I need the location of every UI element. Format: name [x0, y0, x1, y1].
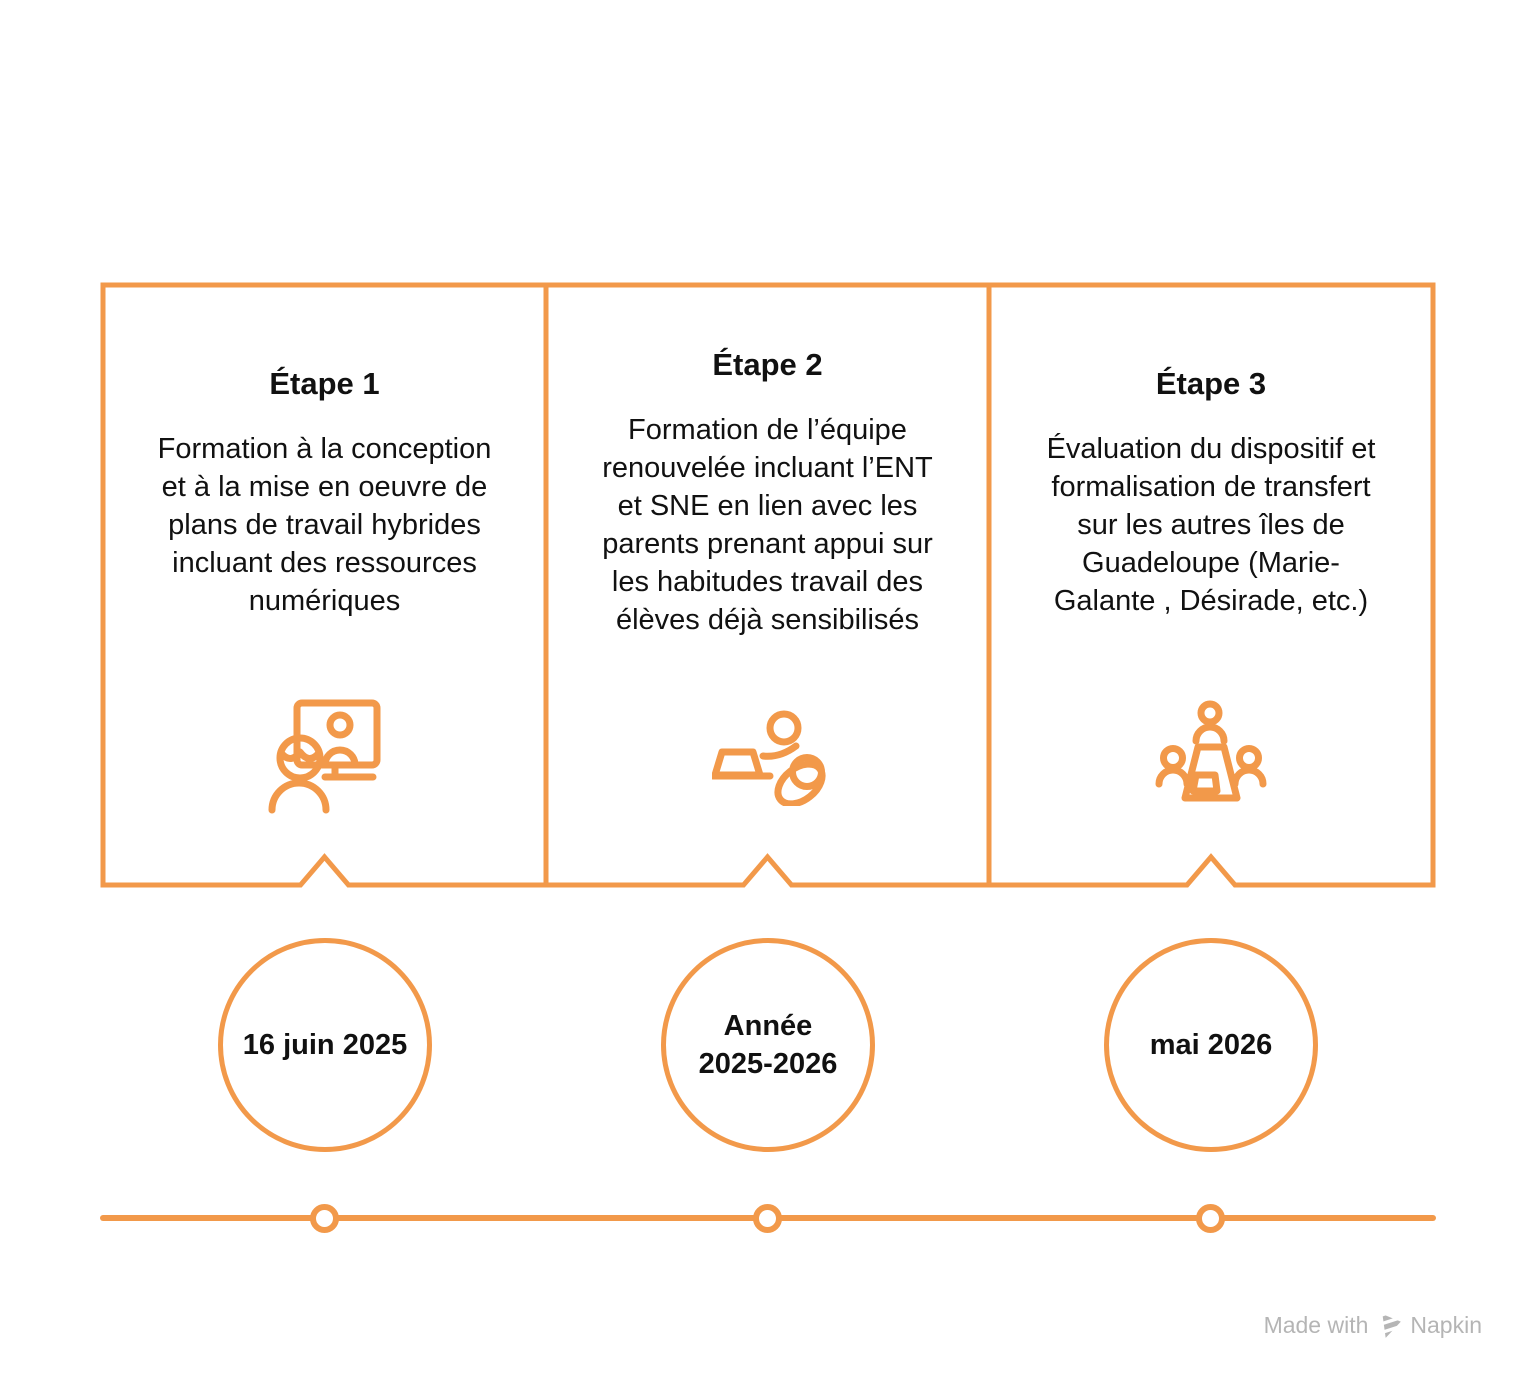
timeline-node-3 — [1196, 1204, 1225, 1233]
timeline-node-2 — [753, 1204, 782, 1233]
laptop-parent-baby-icon — [712, 710, 826, 806]
timeline-node-1 — [310, 1204, 339, 1233]
attendee-left-head — [1160, 745, 1186, 771]
parent-shoulder — [759, 742, 800, 760]
baby-head — [789, 754, 825, 790]
step-3-description: Évaluation du dispositif et formalisatio… — [1046, 433, 1376, 617]
person-video-monitor-icon — [268, 699, 381, 814]
made-with-napkin-footer: Made with Napkin — [1264, 1312, 1482, 1339]
trainer-shoulders — [268, 779, 330, 814]
made-with-label: Made with — [1263, 1312, 1369, 1338]
onscreen-person-head — [326, 711, 354, 739]
boxes-border — [100, 282, 1436, 888]
meeting-table — [1181, 743, 1241, 802]
trainer-hair — [278, 748, 322, 762]
date-2: Année 2025-2026 — [698, 1010, 838, 1080]
date-circle-2: Année 2025-2026 — [661, 938, 875, 1152]
trainer-head — [276, 734, 324, 782]
attendee-right-shoulders — [1231, 766, 1267, 788]
step-1-title: Étape 1 — [269, 366, 380, 401]
step-2-content: Étape 2 Formation de l’équipe renouvelée… — [546, 282, 989, 702]
monitor-stand — [321, 761, 377, 781]
date-3: mai 2026 — [1149, 1029, 1273, 1061]
date-circle-3: mai 2026 — [1104, 938, 1318, 1152]
step-boxes-outline — [100, 282, 1436, 888]
napkin-logo-icon — [1382, 1313, 1402, 1338]
parent-head — [766, 710, 802, 746]
attendee-left-shoulders — [1155, 766, 1191, 788]
step-2-title: Étape 2 — [712, 347, 823, 382]
step-3-content: Étape 3 Évaluation du dispositif et form… — [989, 282, 1433, 702]
napkin-brand-label: Napkin — [1410, 1312, 1482, 1338]
step-2-description: Formation de l’équipe renouvelée incluan… — [602, 414, 933, 636]
attendee-top-head — [1197, 700, 1223, 726]
onscreen-person-shoulders — [321, 746, 359, 769]
table-document — [1189, 771, 1221, 795]
meeting-table-icon — [1155, 700, 1267, 802]
attendee-top-shoulders — [1192, 723, 1228, 745]
step-1-content: Étape 1 Formation à la conception et à l… — [103, 282, 546, 702]
attendee-right-head — [1236, 745, 1262, 771]
date-circle-1: 16 juin 2025 — [218, 938, 432, 1152]
step-3-title: Étape 3 — [1155, 366, 1267, 401]
step-1-description: Formation à la conception et à la mise e… — [157, 433, 492, 617]
laptop-screen — [712, 748, 764, 779]
date-1: 16 juin 2025 — [242, 1029, 408, 1061]
